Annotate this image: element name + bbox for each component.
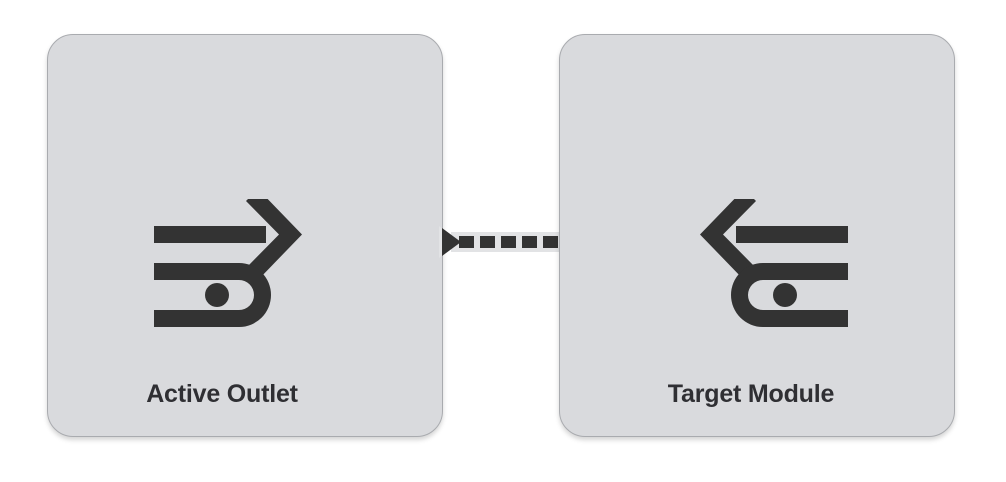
node-label-active-outlet: Active Outlet (146, 380, 298, 408)
arrow-loop-port-icon (698, 189, 848, 331)
arrow-loop-port-icon (154, 189, 304, 331)
node-label-target-module: Target Module (667, 380, 835, 408)
node-active-outlet[interactable]: Active Outlet (47, 34, 443, 437)
edge-arrowhead-start (442, 228, 461, 256)
node-target-module[interactable]: Target Module (559, 34, 955, 437)
